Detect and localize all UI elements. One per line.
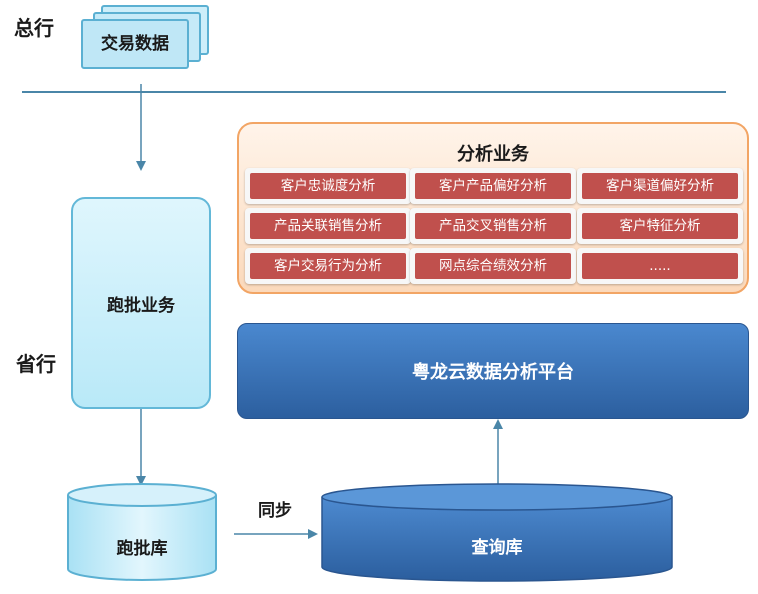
batch-db-cylinder [67, 483, 217, 581]
analysis-item: 产品关联销售分析 [245, 208, 411, 244]
analysis-item: 客户渠道偏好分析 [577, 168, 743, 204]
platform-label: 粤龙云数据分析平台 [412, 362, 574, 383]
analysis-item: 产品交叉销售分析 [410, 208, 576, 244]
head-office-label: 总行 [14, 16, 54, 40]
analysis-item: 网点综合绩效分析 [410, 248, 576, 284]
analysis-item-label: 客户交易行为分析 [250, 253, 406, 279]
analysis-item-label: 客户产品偏好分析 [415, 173, 571, 199]
batch-db-label: 跑批库 [116, 539, 168, 559]
analysis-item: 客户忠诚度分析 [245, 168, 411, 204]
analysis-item-label: 客户渠道偏好分析 [582, 173, 738, 199]
query-db-cylinder [321, 483, 673, 582]
analysis-item: 客户特征分析 [577, 208, 743, 244]
platform-node: 粤龙云数据分析平台 [237, 323, 749, 419]
analysis-item-label: 产品交叉销售分析 [415, 213, 571, 239]
analysis-item: 客户产品偏好分析 [410, 168, 576, 204]
trade-data-node: 交易数据 [81, 19, 189, 69]
analysis-item-label: 产品关联销售分析 [250, 213, 406, 239]
query-db-label: 查询库 [471, 538, 523, 558]
province-label: 省行 [16, 352, 56, 376]
analysis-panel-title: 分析业务 [457, 144, 529, 165]
analysis-item-label: 网点综合绩效分析 [415, 253, 571, 279]
batch-business-node: 跑批业务 [71, 197, 211, 409]
batch-business-label: 跑批业务 [107, 295, 175, 316]
analysis-item-label: ..... [582, 253, 738, 279]
analysis-item: 客户交易行为分析 [245, 248, 411, 284]
trade-data-label: 交易数据 [101, 34, 169, 54]
analysis-panel: 分析业务 客户忠诚度分析 客户产品偏好分析 客户渠道偏好分析 产品关联销售分析 … [237, 122, 749, 294]
sync-label: 同步 [258, 501, 292, 521]
office-divider-line [22, 91, 726, 93]
analysis-item: ..... [577, 248, 743, 284]
analysis-item-label: 客户特征分析 [582, 213, 738, 239]
analysis-item-label: 客户忠诚度分析 [250, 173, 406, 199]
